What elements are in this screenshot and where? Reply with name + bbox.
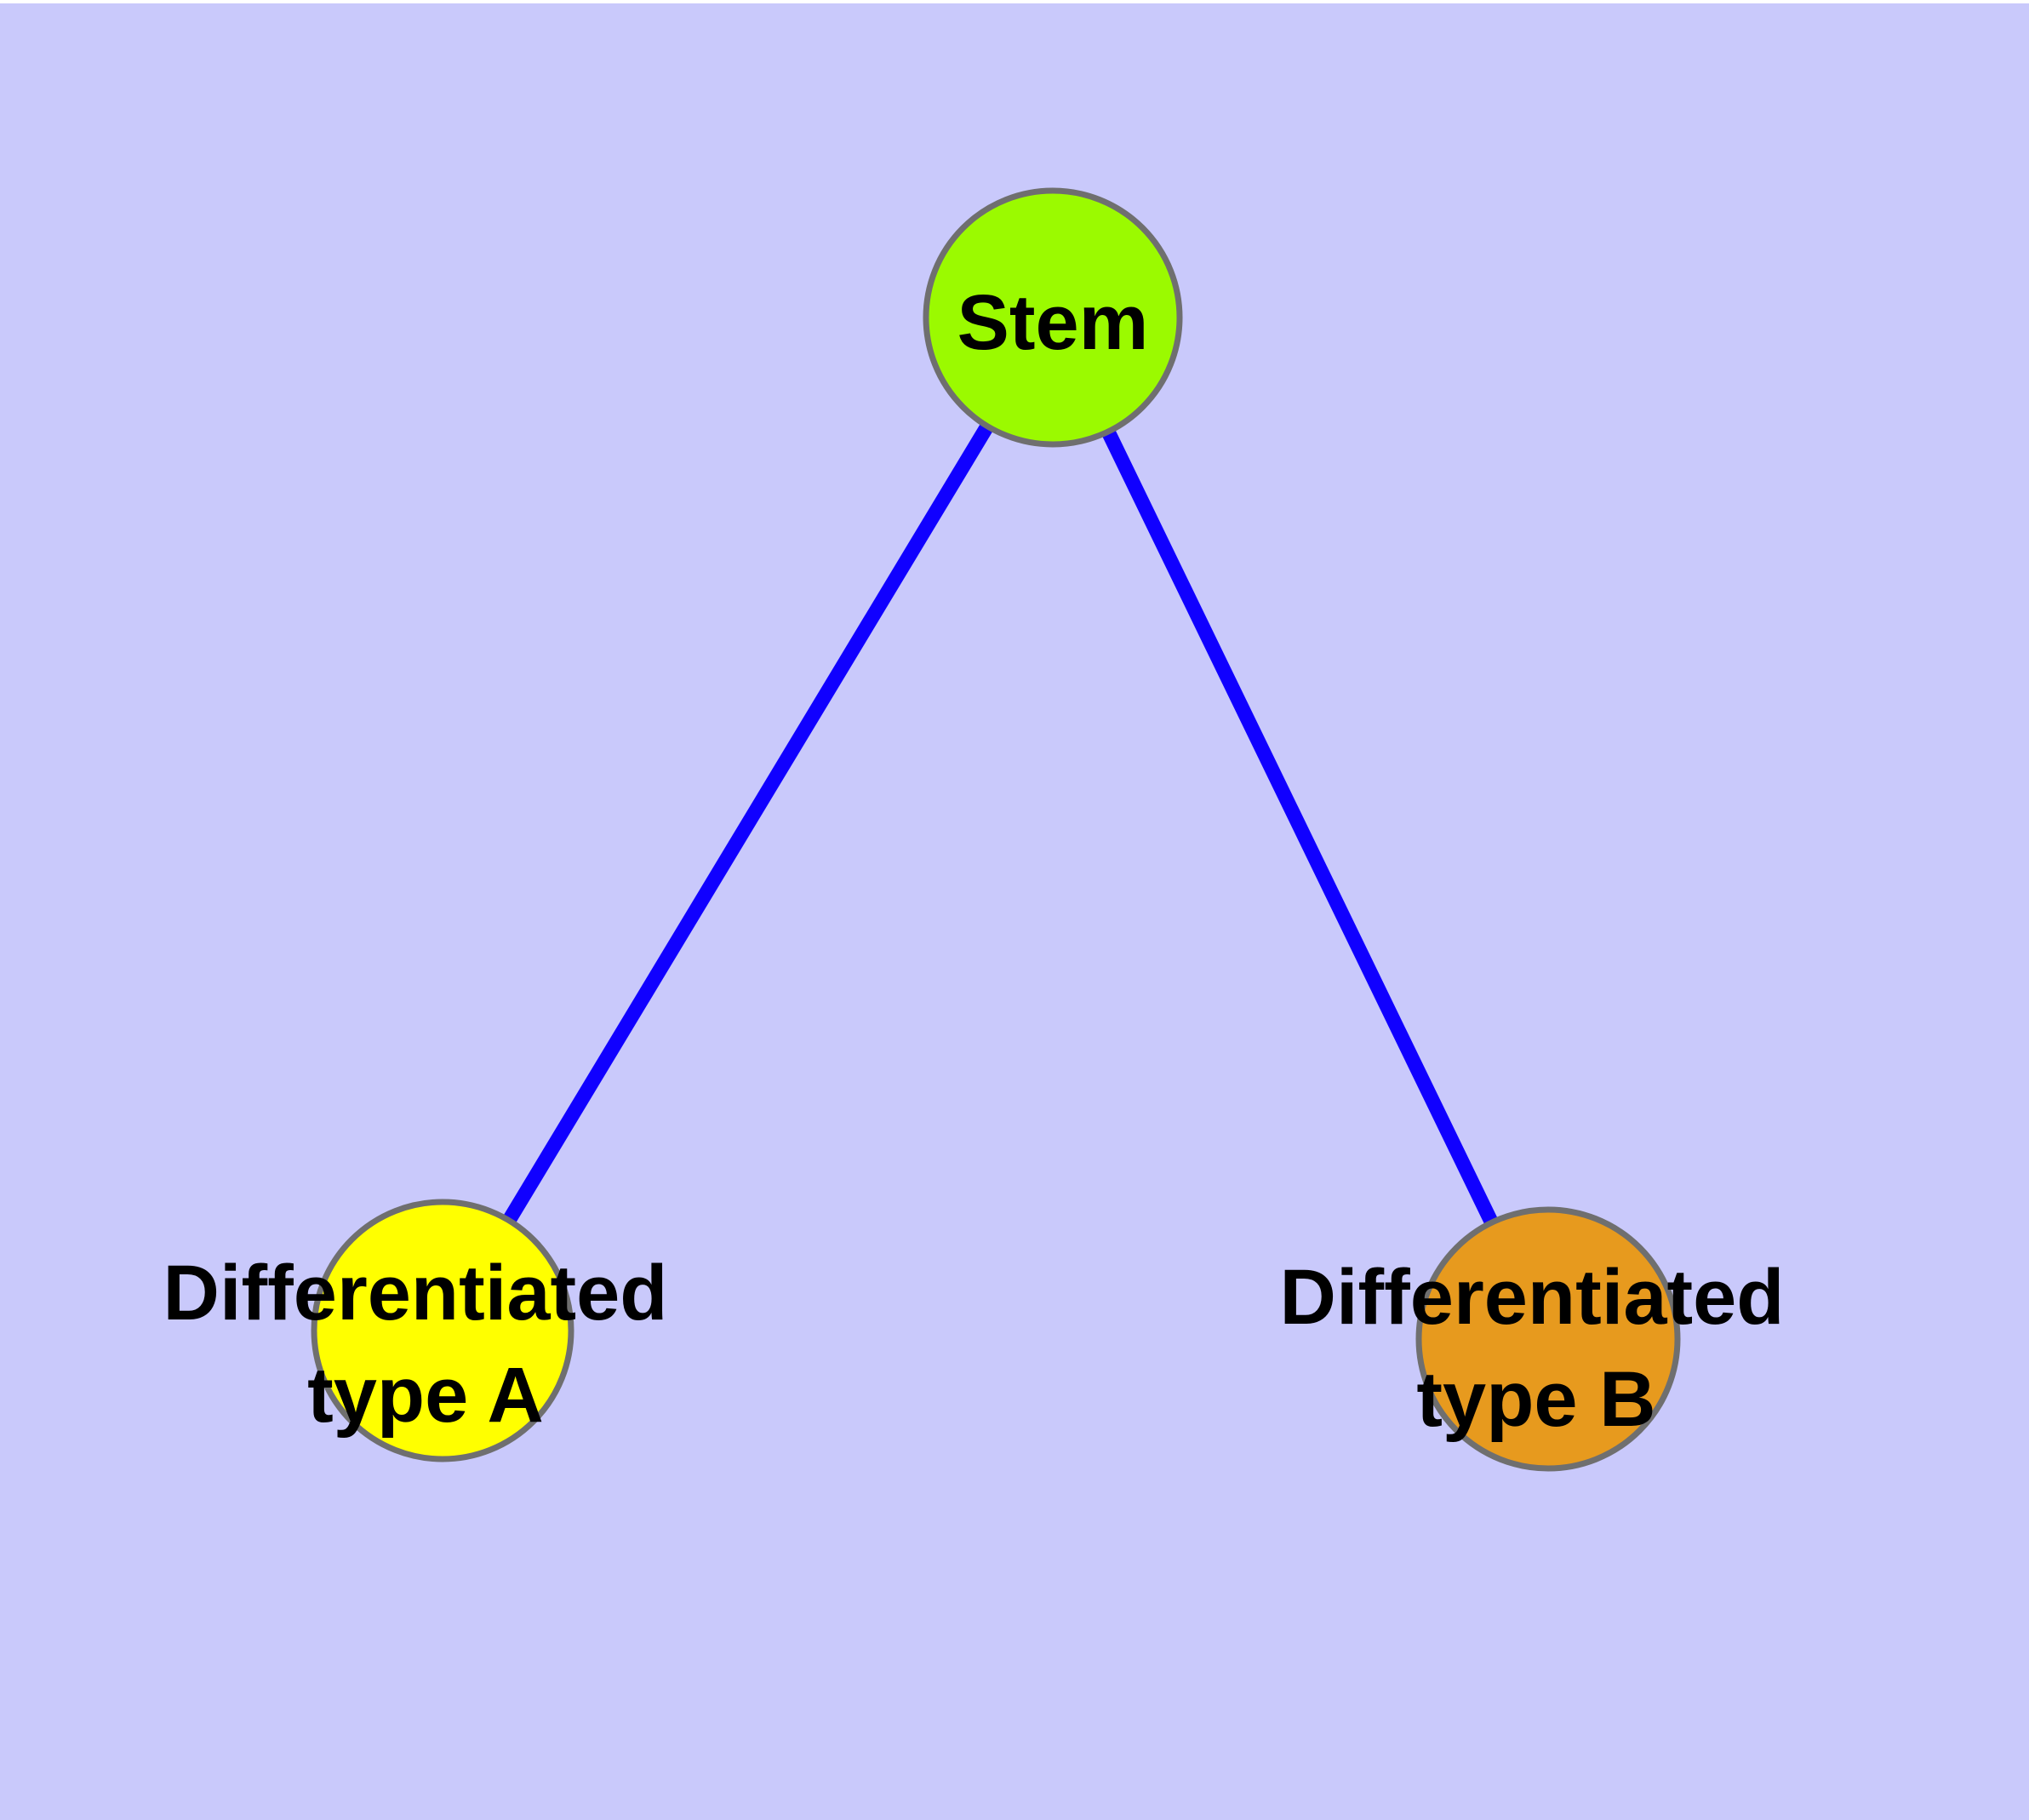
top-border-strip bbox=[0, 0, 2029, 3]
node-type-b-label-line2: type B bbox=[1416, 1356, 1655, 1443]
node-stem-label: Stem bbox=[957, 279, 1149, 366]
node-stem-circle bbox=[923, 187, 1183, 448]
node-type-a-label-line1: Differentiated bbox=[163, 1250, 668, 1336]
edge-stem-to-type-b bbox=[1046, 314, 1555, 1342]
node-type-b-circle bbox=[1415, 1206, 1681, 1472]
node-type-b-label-line1: Differentiated bbox=[1280, 1254, 1785, 1341]
node-type-a-circle bbox=[311, 1199, 574, 1462]
edge-stem-to-type-a bbox=[436, 313, 1060, 1335]
node-type-a-label-line2: type A bbox=[307, 1352, 544, 1439]
